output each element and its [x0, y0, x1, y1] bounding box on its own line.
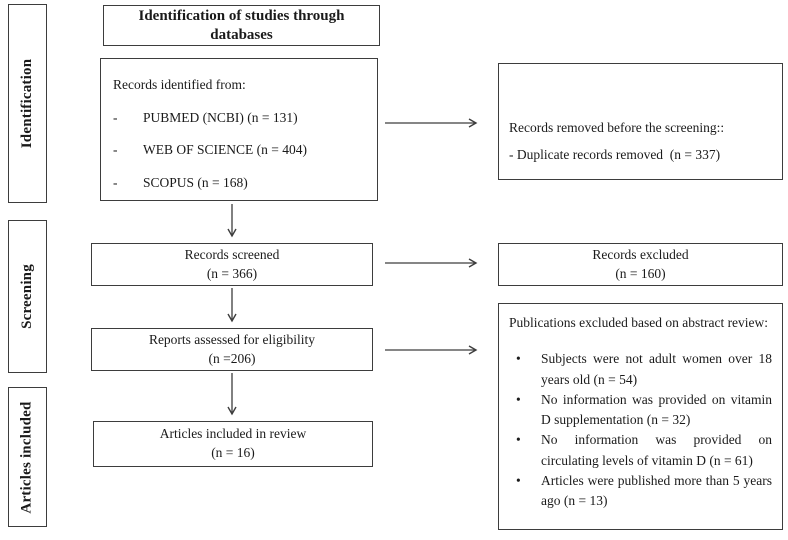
stage-box-identification: Identification: [8, 4, 47, 203]
exclusion-reason-age: Subjects were not adult women over 18 ye…: [541, 351, 772, 387]
stage-label-articles-included: Articles included: [19, 400, 35, 514]
list-item: • No information was provided on vitamin…: [509, 390, 772, 431]
source-scopus: SCOPUS (n = 168): [143, 174, 248, 190]
bullet-marker: •: [516, 472, 521, 488]
duplicate-records-line: - Duplicate records removed (n = 337): [509, 146, 721, 162]
bullet-marker: •: [516, 351, 521, 367]
stage-label-screening: Screening: [19, 264, 36, 329]
exclusion-reason-publication-age: Articles were published more than 5 year…: [541, 472, 772, 508]
stage-box-articles-included: Articles included: [8, 387, 47, 527]
articles-included-label: Articles included in review: [159, 426, 307, 442]
list-item: • Subjects were not adult women over 18 …: [509, 349, 772, 390]
records-excluded-count: (n = 160): [615, 265, 666, 281]
records-excluded-box: Records excluded (n = 160): [498, 243, 783, 286]
exclusion-reason-supplementation: No information was provided on vitamin D…: [541, 391, 772, 427]
source-pubmed: PUBMED (NCBI) (n = 131): [143, 109, 298, 125]
records-screened-box: Records screened (n = 366): [91, 243, 373, 286]
articles-included-count: (n = 16): [211, 445, 255, 460]
records-excluded-label: Records excluded: [592, 246, 689, 262]
stage-box-screening: Screening: [8, 220, 47, 373]
list-item: - WEB OF SCIENCE (n = 404): [113, 140, 369, 160]
records-removed-box: Records removed before the screening:: -…: [498, 63, 783, 180]
records-screened-label: Records screened: [184, 246, 280, 262]
records-screened-count: (n = 366): [206, 265, 258, 281]
exclusion-reason-circulating-levels: No information was provided on circulati…: [541, 432, 772, 468]
abstract-exclusions-heading: Publications excluded based on abstract …: [509, 315, 769, 330]
diagram-title: Identification of studies through databa…: [138, 7, 345, 43]
abstract-exclusions-box: Publications excluded based on abstract …: [498, 303, 783, 530]
reports-assessed-box: Reports assessed for eligibility (n =206…: [91, 328, 373, 371]
records-identified-heading: Records identified from:: [113, 77, 246, 92]
dash-marker: -: [113, 142, 118, 158]
dash-marker: -: [113, 174, 118, 190]
reports-assessed-count: (n =206): [208, 350, 256, 366]
bullet-marker: •: [516, 432, 521, 448]
list-item: • Articles were published more than 5 ye…: [509, 471, 772, 512]
reports-assessed-label: Reports assessed for eligibility: [148, 331, 316, 347]
articles-included-box: Articles included in review (n = 16): [93, 421, 373, 467]
bullet-marker: •: [516, 391, 521, 407]
source-web-of-science: WEB OF SCIENCE (n = 404): [143, 142, 307, 158]
stage-label-identification: Identification: [19, 58, 35, 149]
dash-marker: -: [113, 109, 118, 125]
list-item: - SCOPUS (n = 168): [113, 173, 369, 193]
list-item: - PUBMED (NCBI) (n = 131): [113, 108, 369, 128]
title-box: Identification of studies through databa…: [103, 5, 380, 46]
abstract-exclusions-list: • Subjects were not adult women over 18 …: [509, 349, 772, 511]
list-item: • No information was provided on circula…: [509, 430, 772, 471]
records-removed-heading: Records removed before the screening::: [509, 120, 725, 135]
records-identified-box: Records identified from: - PUBMED (NCBI)…: [100, 58, 378, 201]
